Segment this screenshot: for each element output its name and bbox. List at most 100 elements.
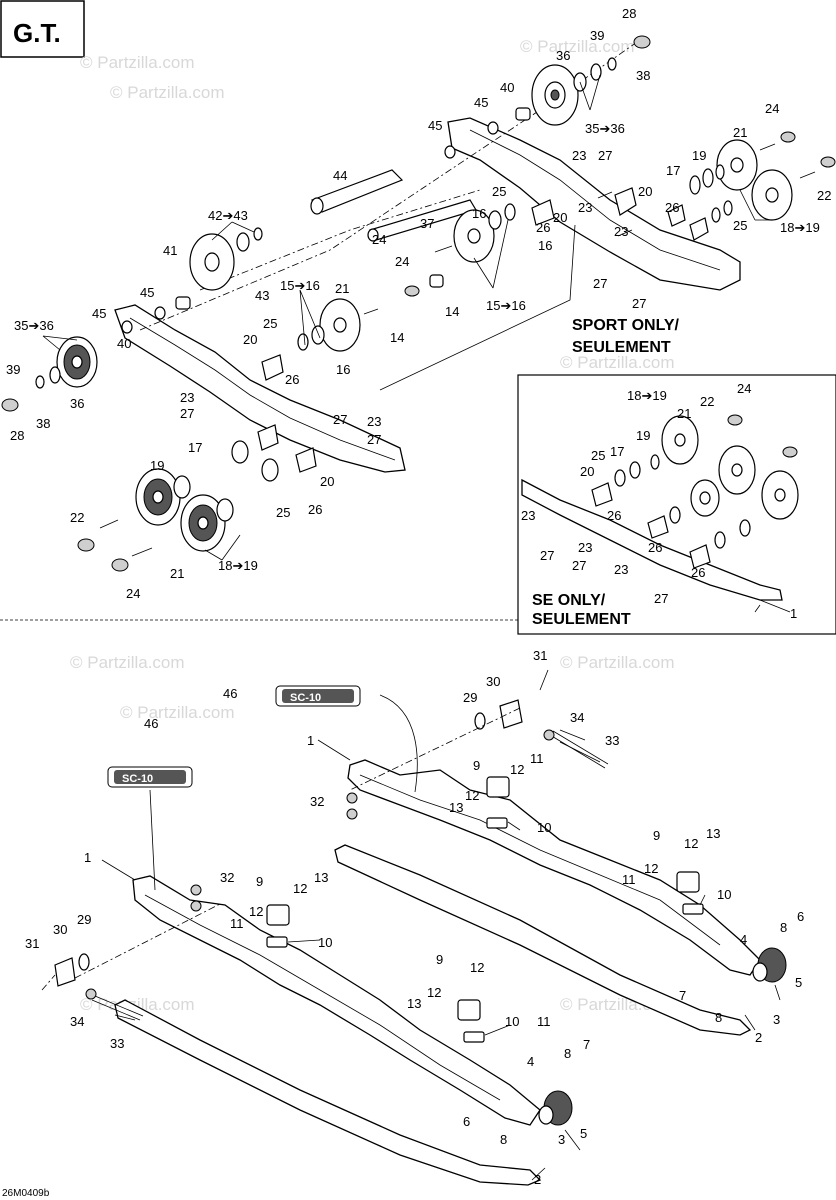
slide-block-9 [457, 999, 481, 1021]
callout-label: 24 [395, 254, 409, 269]
stopper-5 [538, 1090, 573, 1126]
slide-block-9 [676, 871, 700, 893]
callout-label: 17 [666, 163, 680, 178]
callout-label: 5 [795, 975, 802, 990]
bearing-ring [231, 440, 249, 464]
spacer-40 [515, 107, 531, 121]
callout-label: 13 [449, 800, 463, 815]
callout-label: 6 [797, 909, 804, 924]
bearing-ring [49, 366, 61, 384]
bolt-lines [99, 143, 816, 557]
callout-label: 20 [553, 210, 567, 225]
callout-label: 16 [472, 206, 486, 221]
watermark: © Partzilla.com [70, 653, 185, 672]
callout-label: 17 [188, 440, 202, 455]
callout-label: 24 [765, 101, 779, 116]
slide-block-9 [266, 904, 290, 926]
axle-centerline [139, 39, 641, 331]
callout-label: 40 [500, 80, 514, 95]
se-rings [614, 454, 751, 549]
bracket-20 [591, 482, 613, 507]
axle-centerline [199, 189, 481, 291]
wheel-16 [319, 298, 361, 352]
decal-leader [149, 789, 156, 891]
rail-inner-edge [144, 894, 501, 1101]
callout-label: 20 [320, 474, 334, 489]
nut-32 [190, 884, 202, 896]
callout-leaders [42, 74, 770, 561]
nut-32 [346, 808, 358, 820]
svg-text:SC-10: SC-10 [122, 773, 153, 785]
sport-only-note: SPORT ONLY/ [572, 317, 680, 334]
callout-label: 26 [285, 372, 299, 387]
callout-label: 34 [570, 710, 584, 725]
callout-label: 23 [578, 540, 592, 555]
callout-label: 20 [580, 464, 594, 479]
callout-label: 26 [536, 220, 550, 235]
callout-label: 13 [706, 826, 720, 841]
callout-label: 11 [230, 916, 244, 931]
bearing-ring [236, 232, 250, 252]
callout-label: 12 [293, 881, 307, 896]
page-title: G.T. [13, 18, 61, 48]
callout-label: 9 [473, 758, 480, 773]
callout-label: 1 [790, 606, 797, 621]
bearing-ring [311, 325, 325, 345]
bolt-33 [549, 730, 609, 769]
callout-label: 43 [255, 288, 269, 303]
watermark: © Partzilla.com [560, 653, 675, 672]
bracket-26 [647, 515, 669, 539]
callout-label: 13 [407, 996, 421, 1011]
cap-24 [111, 558, 129, 572]
callout-label: 8 [780, 920, 787, 935]
right-slide-2 [334, 844, 752, 1036]
se-rail [521, 478, 783, 601]
callout-label: 35➔36 [14, 318, 54, 333]
callout-label: 35➔36 [585, 121, 625, 136]
callout-label: 4 [527, 1054, 534, 1069]
bracket-20 [257, 424, 279, 451]
bearing-ring [216, 498, 234, 522]
watermark: © Partzilla.com [520, 37, 635, 56]
callout-label: 32 [220, 870, 234, 885]
washers-17-19 [689, 164, 733, 223]
callout-label: 27 [333, 412, 347, 427]
callout-label: 2 [755, 1030, 762, 1045]
callout-label: 11 [622, 872, 636, 887]
callout-label: 18➔19 [218, 558, 258, 573]
bracket-20 [614, 187, 637, 216]
callout-label: 23 [614, 562, 628, 577]
callout-label: 17 [610, 444, 624, 459]
callout-label: 39 [6, 362, 20, 377]
svg-text:SC-10: SC-10 [290, 692, 321, 704]
callout-label: 10 [505, 1014, 519, 1029]
callout-label: 11 [537, 1014, 551, 1029]
callout-label: 28 [10, 428, 24, 443]
watermark: © Partzilla.com [560, 353, 675, 372]
callout-label: 2 [534, 1172, 541, 1187]
callout-label: 20 [638, 184, 652, 199]
se-wheels [661, 415, 799, 520]
callout-label: 9 [653, 828, 660, 843]
slide-pad-10 [682, 903, 704, 915]
slide-pad-10 [266, 936, 288, 948]
callout-label: 22 [70, 510, 84, 525]
slide-block-9 [486, 776, 510, 798]
callout-label: 39 [590, 28, 604, 43]
callout-label: 34 [70, 1014, 84, 1029]
callout-label: 22 [700, 394, 714, 409]
watermark: © Partzilla.com [120, 703, 235, 722]
callout-label: 38 [36, 416, 50, 431]
slide-pad-10 [463, 1031, 485, 1043]
callout-label: 23 [180, 390, 194, 405]
callout-label: 44 [333, 168, 347, 183]
idler-wheel-36 [531, 64, 579, 126]
callout-label: 26 [648, 540, 662, 555]
callout-label: 27 [593, 276, 607, 291]
callout-label: 23 [578, 200, 592, 215]
callout-label: 45 [428, 118, 442, 133]
bracket-20b [531, 199, 555, 226]
callout-label: 12 [644, 861, 658, 876]
callout-label: 31 [533, 648, 547, 663]
callout-label: 23 [572, 148, 586, 163]
